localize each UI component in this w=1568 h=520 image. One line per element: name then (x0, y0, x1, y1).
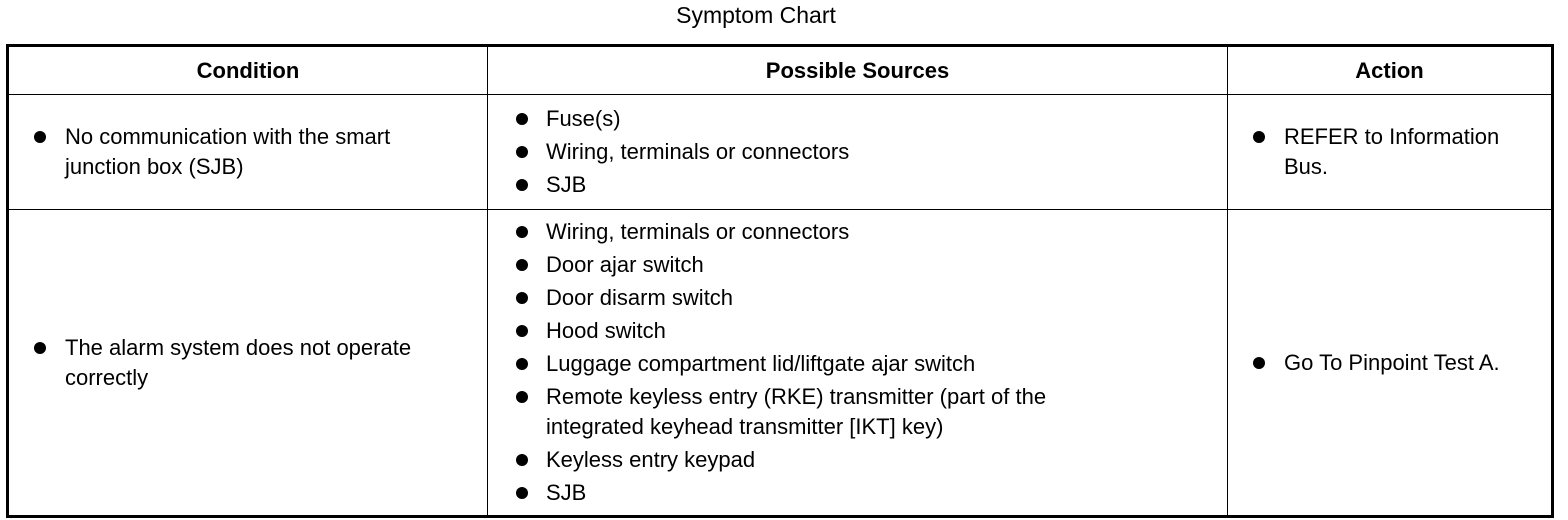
bullet-icon (1253, 356, 1265, 369)
source-text: Door disarm switch (546, 285, 734, 310)
list-item: Door ajar switch (508, 250, 1227, 280)
header-condition: Condition (7, 45, 488, 95)
sources-cell: Wiring, terminals or connectors Door aja… (487, 209, 1228, 517)
bullet-icon (34, 341, 46, 354)
list-item: Keyless entry keypad (508, 445, 1227, 475)
list-item: SJB (508, 478, 1227, 508)
header-row: Condition Possible Sources Action (7, 45, 1553, 95)
action-text: Go To Pinpoint Test A. (1284, 349, 1500, 375)
source-text: Luggage compartment lid/liftgate ajar sw… (546, 351, 976, 376)
list-item: Hood switch (508, 316, 1227, 346)
source-text: SJB (546, 480, 587, 505)
chart-title: Symptom Chart (676, 2, 836, 28)
condition-text: The alarm system does not operate correc… (65, 334, 412, 390)
action-text: REFER to Information Bus. (1284, 124, 1500, 179)
source-text: Hood switch (546, 318, 666, 343)
bullet-icon (516, 226, 528, 238)
bullet-icon (516, 146, 528, 158)
condition-text: No communication with the smart junction… (65, 124, 391, 179)
header-action: Action (1227, 45, 1553, 95)
bullet-icon (516, 259, 528, 271)
table-row: The alarm system does not operate correc… (7, 209, 1553, 517)
list-item: REFER to Information Bus. (1228, 122, 1534, 182)
sources-cell: Fuse(s) Wiring, terminals or connectors … (487, 94, 1228, 210)
list-item: Remote keyless entry (RKE) transmitter (… (508, 382, 1126, 442)
bullet-icon (516, 391, 528, 403)
source-text: Keyless entry keypad (546, 447, 756, 472)
action-cell: REFER to Information Bus. (1227, 94, 1553, 210)
list-item: Wiring, terminals or connectors (508, 217, 1227, 247)
bullet-icon (1253, 131, 1265, 143)
bullet-icon (34, 131, 46, 143)
action-cell: Go To Pinpoint Test A. (1227, 209, 1553, 517)
header-possible-sources: Possible Sources (487, 45, 1228, 95)
action-list: REFER to Information Bus. (1228, 122, 1551, 182)
bullet-icon (516, 179, 528, 191)
source-text: Wiring, terminals or connectors (546, 139, 850, 164)
source-text: Wiring, terminals or connectors (546, 219, 850, 244)
condition-list: The alarm system does not operate correc… (9, 333, 487, 393)
condition-cell: No communication with the smart junction… (7, 94, 488, 210)
sources-list: Wiring, terminals or connectors Door aja… (508, 217, 1227, 508)
list-item: No communication with the smart junction… (9, 122, 445, 182)
list-item: Fuse(s) (508, 104, 1227, 134)
symptom-chart-table: Condition Possible Sources Action No com… (6, 44, 1554, 518)
bullet-icon (516, 325, 528, 337)
bullet-icon (516, 292, 528, 304)
list-item: SJB (508, 170, 1227, 200)
condition-list: No communication with the smart junction… (9, 122, 487, 182)
source-text: Remote keyless entry (RKE) transmitter (… (546, 384, 1047, 439)
list-item: Door disarm switch (508, 283, 1227, 313)
list-item: Luggage compartment lid/liftgate ajar sw… (508, 349, 1227, 379)
table-row: No communication with the smart junction… (7, 94, 1553, 210)
source-text: Fuse(s) (546, 106, 621, 131)
source-text: Door ajar switch (546, 252, 704, 277)
bullet-icon (516, 358, 528, 370)
list-item: Go To Pinpoint Test A. (1228, 348, 1551, 378)
bullet-icon (516, 113, 528, 125)
action-list: Go To Pinpoint Test A. (1228, 348, 1551, 378)
condition-cell: The alarm system does not operate correc… (7, 209, 488, 517)
bullet-icon (516, 487, 528, 499)
bullet-icon (516, 454, 528, 466)
sources-list: Fuse(s) Wiring, terminals or connectors … (508, 104, 1227, 200)
list-item: The alarm system does not operate correc… (9, 333, 465, 393)
source-text: SJB (546, 172, 587, 197)
list-item: Wiring, terminals or connectors (508, 137, 1227, 167)
